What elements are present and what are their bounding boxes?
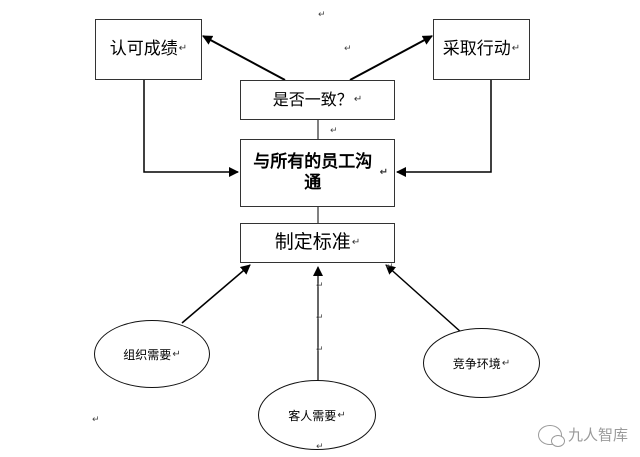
arrow-competition-to-standard xyxy=(385,264,463,334)
paragraph-mark: ↵ xyxy=(344,44,352,54)
competition-oval: 竞争环境↵ xyxy=(423,328,540,398)
paragraph-mark: ↵ xyxy=(318,10,326,20)
standard-box: 制定标准↵ xyxy=(240,223,395,263)
customer-needs-label: 客人需要 xyxy=(288,408,337,423)
arrow-to-action xyxy=(349,35,433,81)
consistent-box: 是否一致？↵ xyxy=(240,80,395,120)
communicate-box: 与所有的员工沟通 ↵ xyxy=(240,139,395,207)
paragraph-mark: ↵ xyxy=(330,126,338,136)
arrow-action-to-communicate xyxy=(396,80,492,177)
org-needs-label: 组织需要 xyxy=(123,347,172,362)
action-label: 采取行动 xyxy=(442,38,511,59)
wechat-icon xyxy=(537,424,565,447)
watermark: 九人智库 xyxy=(537,424,628,447)
paragraph-mark: ↵ xyxy=(172,348,181,360)
paragraph-mark: ↵ xyxy=(511,43,521,55)
paragraph-mark: ↵ xyxy=(351,236,361,248)
arrow-recognize-to-communicate xyxy=(143,80,239,177)
paragraph-mark: ↵ xyxy=(386,262,394,272)
paragraph-mark: ↵ xyxy=(316,442,324,452)
standard-label: 制定标准 xyxy=(274,231,351,254)
paragraph-mark: ↵ xyxy=(353,93,363,105)
recognize-label: 认可成绩 xyxy=(109,38,178,59)
watermark-text: 九人智库 xyxy=(567,426,628,444)
arrow-org-to-standard xyxy=(181,264,251,324)
action-box: 采取行动↵ xyxy=(433,19,530,80)
paragraph-mark: ↵ xyxy=(501,357,511,369)
consistent-label: 是否一致？ xyxy=(272,90,353,109)
paragraph-mark: ↵ xyxy=(316,281,324,291)
paragraph-mark: ↵ xyxy=(316,345,324,355)
paragraph-mark: ↵ xyxy=(178,43,188,55)
customer-needs-oval: 客人需要↵ xyxy=(258,380,376,450)
arrow-to-recognize xyxy=(202,35,286,81)
paragraph-mark: ↵ xyxy=(316,313,324,323)
recognize-box: 认可成绩↵ xyxy=(95,19,202,80)
communicate-label: 与所有的员工沟通 xyxy=(253,151,373,193)
paragraph-mark: ↵ xyxy=(92,415,100,425)
paragraph-mark: ↵ xyxy=(337,409,346,421)
competition-label: 竞争环境 xyxy=(452,356,501,371)
paragraph-mark: ↵ xyxy=(379,166,388,178)
org-needs-oval: 组织需要↵ xyxy=(94,320,210,388)
